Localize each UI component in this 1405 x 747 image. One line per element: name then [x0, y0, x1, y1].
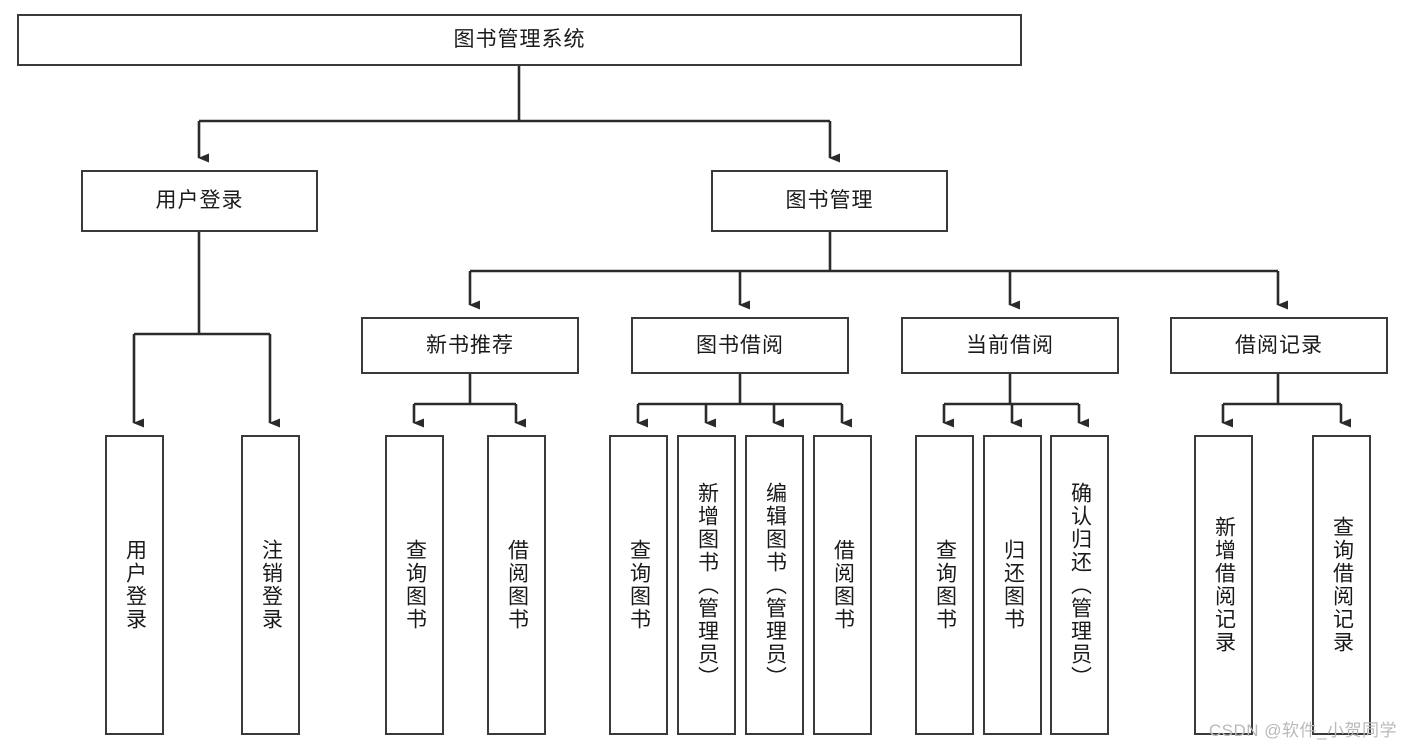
node-user-login[interactable]: 用户登录	[81, 170, 318, 232]
node-leaf-return-book-label: 归还图书	[1001, 539, 1025, 631]
node-leaf-borrow-book-2-label: 借阅图书	[831, 539, 855, 631]
node-current-borrow[interactable]: 当前借阅	[901, 317, 1119, 374]
node-borrow-record[interactable]: 借阅记录	[1170, 317, 1388, 374]
node-book-manage-label: 图书管理	[785, 189, 874, 213]
node-leaf-query-book-1[interactable]: 查询图书	[385, 435, 444, 735]
node-leaf-query-book-3-label: 查询图书	[933, 539, 957, 631]
node-leaf-logout[interactable]: 注销登录	[241, 435, 300, 735]
node-leaf-query-book-2[interactable]: 查询图书	[609, 435, 668, 735]
node-leaf-logout-label: 注销登录	[259, 539, 283, 631]
node-leaf-query-book-1-label: 查询图书	[403, 539, 427, 631]
node-book-borrow[interactable]: 图书借阅	[631, 317, 849, 374]
node-leaf-query-record-label: 查询借阅记录	[1330, 516, 1354, 654]
node-leaf-query-record[interactable]: 查询借阅记录	[1312, 435, 1371, 735]
node-book-borrow-label: 图书借阅	[696, 333, 784, 357]
node-current-borrow-label: 当前借阅	[966, 333, 1054, 357]
node-leaf-user-login-label: 用户登录	[123, 539, 147, 631]
watermark-text: CSDN @软件_小贺同学	[1208, 721, 1397, 740]
node-leaf-borrow-book-2[interactable]: 借阅图书	[813, 435, 872, 735]
node-leaf-edit-book[interactable]: 编辑图书（管理员）	[745, 435, 804, 735]
node-new-book-rec[interactable]: 新书推荐	[361, 317, 579, 374]
node-leaf-add-record[interactable]: 新增借阅记录	[1194, 435, 1253, 735]
node-leaf-add-record-label: 新增借阅记录	[1212, 516, 1236, 654]
node-leaf-edit-book-label: 编辑图书（管理员）	[763, 481, 787, 689]
node-book-manage[interactable]: 图书管理	[711, 170, 948, 232]
node-leaf-confirm-return-label: 确认归还（管理员）	[1068, 481, 1092, 689]
node-leaf-borrow-book-1-label: 借阅图书	[505, 539, 529, 631]
node-leaf-return-book[interactable]: 归还图书	[983, 435, 1042, 735]
node-leaf-user-login[interactable]: 用户登录	[105, 435, 164, 735]
node-borrow-record-label: 借阅记录	[1235, 333, 1323, 357]
node-leaf-add-book[interactable]: 新增图书（管理员）	[677, 435, 736, 735]
node-root-label: 图书管理系统	[453, 28, 586, 52]
node-leaf-borrow-book-1[interactable]: 借阅图书	[487, 435, 546, 735]
node-user-login-label: 用户登录	[155, 189, 244, 213]
node-leaf-query-book-2-label: 查询图书	[627, 539, 651, 631]
node-leaf-add-book-label: 新增图书（管理员）	[695, 481, 719, 689]
node-new-book-rec-label: 新书推荐	[426, 333, 514, 357]
node-leaf-query-book-3[interactable]: 查询图书	[915, 435, 974, 735]
node-leaf-confirm-return[interactable]: 确认归还（管理员）	[1050, 435, 1109, 735]
node-root[interactable]: 图书管理系统	[17, 14, 1022, 66]
